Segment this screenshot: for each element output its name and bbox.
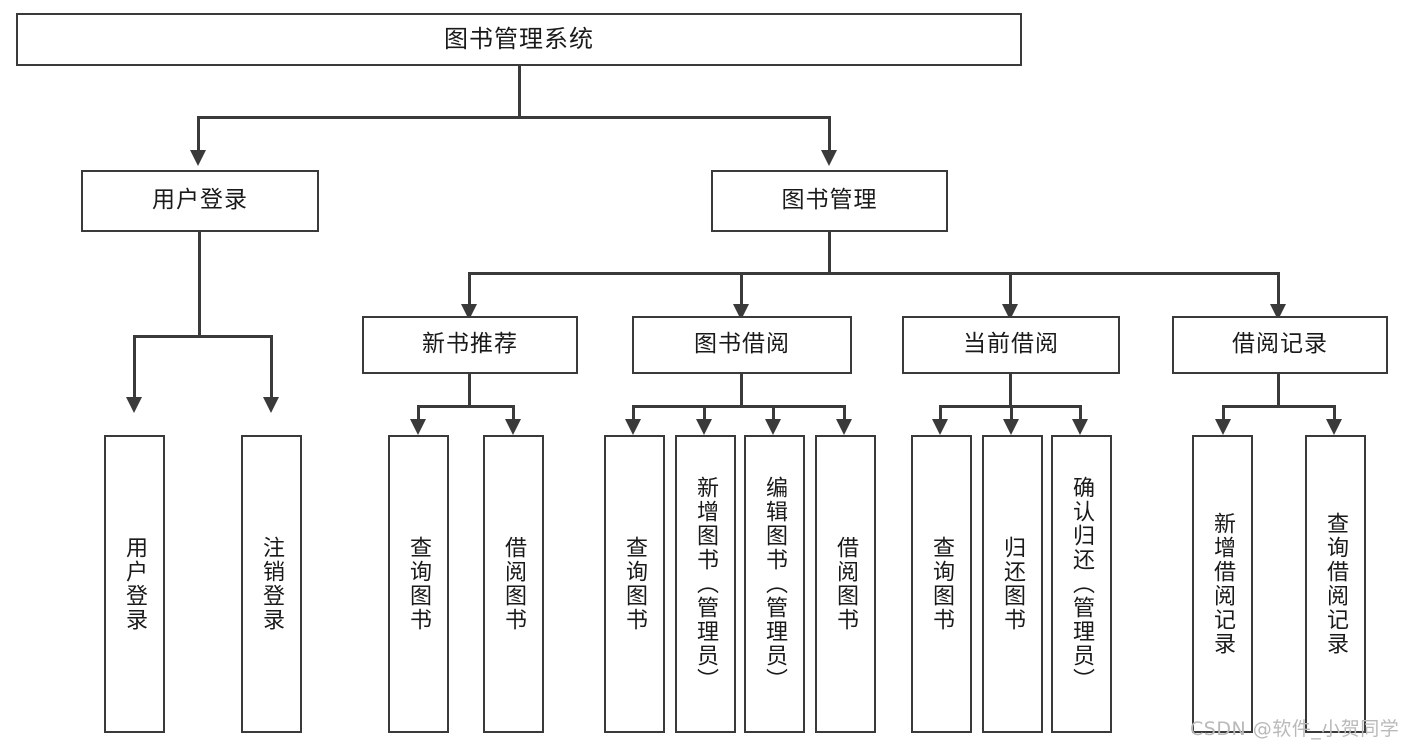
edge-cb-to-leaf-2 [1010,405,1013,423]
node-borrow-record[interactable]: 借阅记录 [1172,316,1388,374]
arrow-user-login-to-leaf-1 [126,397,142,413]
edge-br-to-leaf-2 [1333,405,1336,423]
node-book-borrow[interactable]: 图书借阅 [632,316,852,374]
leaf-add-book-admin[interactable]: 新增图书（管理员） [675,435,736,733]
edge-user-login-to-leaf-1 [133,335,136,399]
arrow-br-to-leaf-2 [1326,419,1342,435]
edge-nbr-to-leaf-1 [417,405,420,423]
node-current-borrow[interactable]: 当前借阅 [902,316,1120,374]
edge-cb-stem [1009,374,1012,408]
edge-cb-to-leaf-3 [1079,405,1082,423]
arrow-br-to-leaf-1 [1215,419,1231,435]
watermark-text: CSDN @软件_小贺同学 [1190,718,1400,740]
edge-root-bus [197,116,831,119]
edge-user-login-stem [198,232,201,338]
node-label: 当前借阅 [963,331,1059,358]
leaf-edit-book-admin[interactable]: 编辑图书（管理员） [744,435,805,733]
arrow-nbr-to-leaf-2 [505,419,521,435]
node-label: 归还图书 [1000,536,1026,632]
edge-br-stem [1277,374,1280,408]
edge-cb-to-leaf-1 [939,405,942,423]
node-root-book-management-system[interactable]: 图书管理系统 [16,13,1022,66]
leaf-return-book[interactable]: 归还图书 [982,435,1043,733]
arrow-bb-to-leaf-2 [696,419,712,435]
node-label: 确认归还（管理员） [1069,476,1095,692]
node-label: 新书推荐 [422,331,518,358]
edge-bb-stem [740,374,743,408]
edge-nbr-stem [468,374,471,408]
edge-user-login-to-leaf-2 [270,335,273,399]
node-label: 用户登录 [122,536,148,632]
leaf-borrow-book-1[interactable]: 借阅图书 [483,435,544,733]
edge-bb-to-leaf-3 [772,405,775,423]
arrow-bb-to-leaf-3 [765,419,781,435]
node-label: 查询图书 [929,536,955,632]
leaf-logout-login[interactable]: 注销登录 [241,435,302,733]
node-book-management[interactable]: 图书管理 [711,170,948,232]
node-user-login[interactable]: 用户登录 [81,170,319,232]
node-label: 查询图书 [622,536,648,632]
edge-br-to-leaf-1 [1222,405,1225,423]
edge-bb-to-leaf-1 [632,405,635,423]
edge-bb-to-leaf-2 [703,405,706,423]
node-label: 查询图书 [406,536,432,632]
leaf-borrow-book-2[interactable]: 借阅图书 [815,435,876,733]
edge-bm-to-current-borrow [1009,272,1012,306]
leaf-query-book-3[interactable]: 查询图书 [911,435,972,733]
leaf-query-book-2[interactable]: 查询图书 [604,435,665,733]
node-label: 借阅图书 [501,536,527,632]
node-label: 借阅图书 [833,536,859,632]
edge-bm-to-new-book-recommend [468,272,471,306]
edge-bm-to-book-borrow [740,272,743,306]
node-label: 图书借阅 [694,331,790,358]
node-label: 借阅记录 [1232,331,1328,358]
leaf-add-borrow-record[interactable]: 新增借阅记录 [1192,435,1253,733]
edge-nbr-bus [417,405,515,408]
arrow-user-login-to-leaf-2 [263,397,279,413]
node-label: 查询借阅记录 [1323,512,1349,656]
node-label: 新增图书（管理员） [693,476,719,692]
node-new-book-recommend[interactable]: 新书推荐 [362,316,578,374]
edge-book-management-stem [828,232,831,274]
edge-root-to-user-login [197,116,200,152]
arrow-cb-to-leaf-3 [1072,419,1088,435]
node-label: 用户登录 [152,187,248,214]
edge-bm-to-borrow-record [1277,272,1280,306]
edge-br-bus [1222,405,1336,408]
edge-bb-to-leaf-4 [843,405,846,423]
leaf-user-login[interactable]: 用户登录 [104,435,165,733]
leaf-query-book-1[interactable]: 查询图书 [388,435,449,733]
edge-root-stem [518,66,521,118]
edge-user-login-bus [133,335,272,338]
arrow-cb-to-leaf-2 [1003,419,1019,435]
edge-bb-bus [632,405,846,408]
node-label: 新增借阅记录 [1210,512,1236,656]
edge-nbr-to-leaf-2 [512,405,515,423]
arrow-bb-to-leaf-1 [625,419,641,435]
node-label: 图书管理 [781,187,878,214]
edge-root-to-book-management [828,116,831,152]
leaf-confirm-return-admin[interactable]: 确认归还（管理员） [1051,435,1112,733]
node-label: 编辑图书（管理员） [762,476,788,692]
arrow-cb-to-leaf-1 [932,419,948,435]
arrow-root-to-book-management [821,150,837,166]
edge-book-management-bus [468,272,1280,275]
leaf-query-borrow-record[interactable]: 查询借阅记录 [1305,435,1366,733]
arrow-bb-to-leaf-4 [836,419,852,435]
arrow-nbr-to-leaf-1 [410,419,426,435]
node-label: 图书管理系统 [444,25,594,54]
arrow-root-to-user-login [190,150,206,166]
node-label: 注销登录 [259,536,285,632]
